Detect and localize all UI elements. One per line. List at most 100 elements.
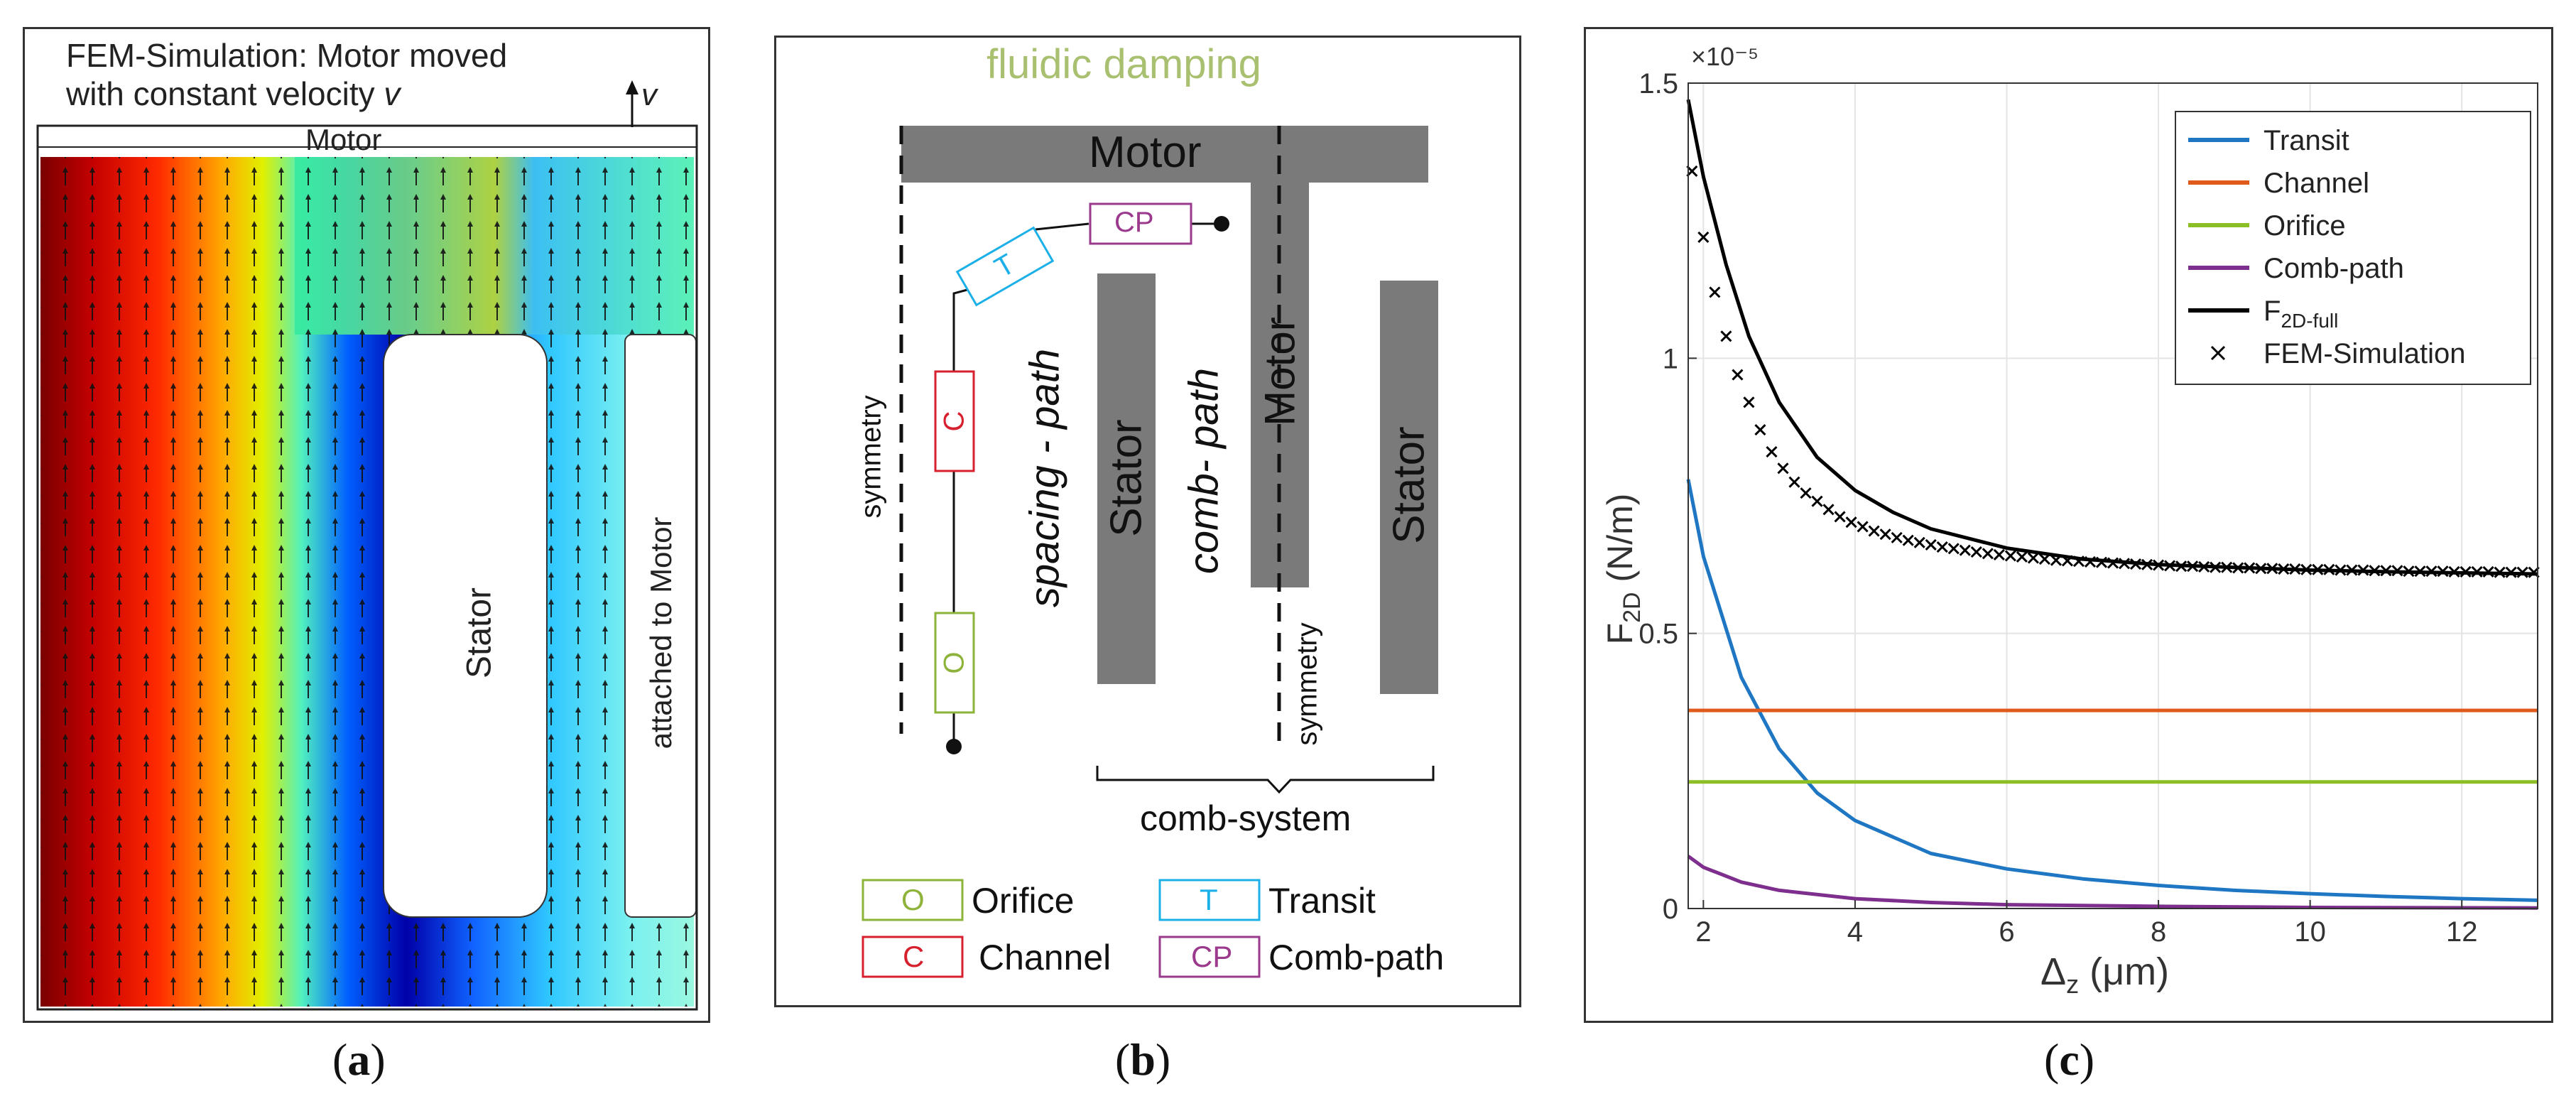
- fem-marker: [2232, 562, 2244, 574]
- legend-channel-box: [862, 936, 964, 978]
- motor-label-a: Motor: [305, 123, 382, 156]
- legend-marker-x: [2210, 345, 2226, 361]
- fem-marker: [1697, 231, 1710, 243]
- legend-label: Transit: [2263, 125, 2349, 156]
- y-exponent: ×10⁻⁵: [1691, 42, 1759, 71]
- legend-combpath-abbr: CP: [1191, 940, 1233, 973]
- fem-marker: [2357, 564, 2369, 576]
- panel-a-label: (a): [332, 1034, 386, 1085]
- legend-transit-abbr: T: [1200, 883, 1218, 916]
- fem-marker: [2471, 565, 2483, 578]
- fem-marker: [2244, 562, 2256, 574]
- fem-marker: [1777, 462, 1789, 475]
- elem-O-label: O: [938, 651, 970, 674]
- elem-C-label: C: [938, 411, 970, 432]
- legend-transit-name: Transit: [1268, 881, 1376, 921]
- fem-marker: [1925, 538, 1937, 551]
- legend-combpath-name: Comb-path: [1268, 938, 1445, 977]
- fem-marker: [2141, 558, 2153, 570]
- fem-marker: [2004, 550, 2016, 562]
- fem-marker: [2118, 558, 2131, 570]
- elem-CP-label: CP: [1114, 207, 1154, 238]
- panel-b-figure: [862, 126, 1438, 978]
- fem-marker: [1845, 516, 1857, 528]
- fem-marker: [2095, 556, 2108, 568]
- fem-marker: [2153, 559, 2165, 571]
- fem-marker: [1913, 536, 1925, 548]
- motor-top-bar: [901, 126, 1428, 183]
- y-tick-label: 0.5: [1638, 619, 1678, 650]
- y-tick-label: 1: [1663, 343, 1678, 374]
- fem-marker: [2494, 566, 2506, 578]
- y-tick-label: 1.5: [1638, 68, 1678, 99]
- fem-marker: [1868, 525, 1880, 537]
- legend-label: Channel: [2263, 168, 2369, 199]
- fem-marker: [2129, 558, 2142, 570]
- fem-marker: [2300, 563, 2313, 575]
- panel-a: FEM-Simulation: Motor moved with constan…: [23, 27, 710, 1023]
- fem-marker: [1902, 534, 1914, 546]
- fem-marker: [2289, 563, 2301, 575]
- fem-marker: [1834, 511, 1846, 523]
- axes-box: [1688, 82, 2538, 909]
- combpath-element: [1089, 202, 1192, 245]
- fem-marker: [2050, 554, 2062, 566]
- legend-orifice-name: Orifice: [972, 881, 1075, 921]
- fem-marker: [1970, 546, 1982, 558]
- fem-marker: [2391, 565, 2403, 577]
- series-line-transit: [1686, 479, 2538, 902]
- panel-a-title: FEM-Simulation: Motor moved with constan…: [66, 36, 507, 113]
- legend-box: [2175, 111, 2531, 385]
- fem-marker: [1720, 330, 1732, 342]
- stator-label-2: Stator: [1384, 426, 1434, 544]
- y-tick-label: 0: [1663, 894, 1678, 925]
- fem-marker: [1947, 543, 1960, 555]
- fem-marker: [2369, 565, 2381, 577]
- fem-marker: [1857, 521, 1869, 533]
- motor-top-label: Motor: [1089, 128, 1202, 177]
- x-tick-label: 4: [1847, 916, 1863, 948]
- x-axis-label: Δz (μm): [2040, 950, 2170, 999]
- fem-marker: [2187, 560, 2199, 573]
- stator-cutout: [383, 334, 548, 918]
- comb-path-label: comb- path: [1180, 367, 1227, 575]
- fem-marker: [2084, 555, 2097, 568]
- fem-marker: [1743, 396, 1755, 408]
- series-line-comb-path: [1687, 855, 2538, 910]
- fem-marker: [2448, 565, 2460, 578]
- fem-marker: [1891, 531, 1903, 543]
- fem-marker: [1822, 504, 1835, 516]
- fem-marker: [2016, 551, 2028, 563]
- fem-marker: [1936, 541, 1948, 553]
- attached-label: attached to Motor: [644, 516, 678, 749]
- fem-marker: [2346, 564, 2358, 576]
- fem-marker: [2164, 560, 2176, 572]
- legend-channel-name: Channel: [979, 938, 1112, 977]
- fem-marker: [1993, 548, 2005, 560]
- fem-marker: [2038, 553, 2050, 565]
- legend-orifice-box: [862, 879, 964, 921]
- legend-combpath-box: [1158, 936, 1261, 978]
- legend-label: Orifice: [2263, 210, 2346, 242]
- panel-a-title-line1: FEM-Simulation: Motor moved: [66, 37, 508, 74]
- fem-marker: [2516, 566, 2528, 578]
- legend-label: FEM-Simulation: [2263, 338, 2466, 369]
- motor-finger-label: Motor: [1256, 317, 1304, 426]
- fem-marker: [2505, 566, 2517, 578]
- fem-marker: [2460, 565, 2472, 578]
- stator-label-1: Stator: [1102, 419, 1151, 537]
- panel-c-label: (c): [2044, 1034, 2095, 1085]
- panel-b-label: (b): [1115, 1034, 1171, 1085]
- fem-marker: [1766, 445, 1778, 458]
- stator-label-a: Stator: [460, 587, 499, 679]
- fluidic-damping-title: fluidic damping: [987, 41, 1261, 87]
- stator-bar-2: [1380, 281, 1438, 694]
- x-tick-label: 6: [1999, 916, 2014, 948]
- fem-marker: [2210, 561, 2222, 573]
- fem-marker: [2072, 555, 2085, 568]
- velocity-symbol: v: [641, 77, 657, 112]
- fem-marker: [2107, 557, 2119, 569]
- fem-marker: [1959, 544, 1971, 556]
